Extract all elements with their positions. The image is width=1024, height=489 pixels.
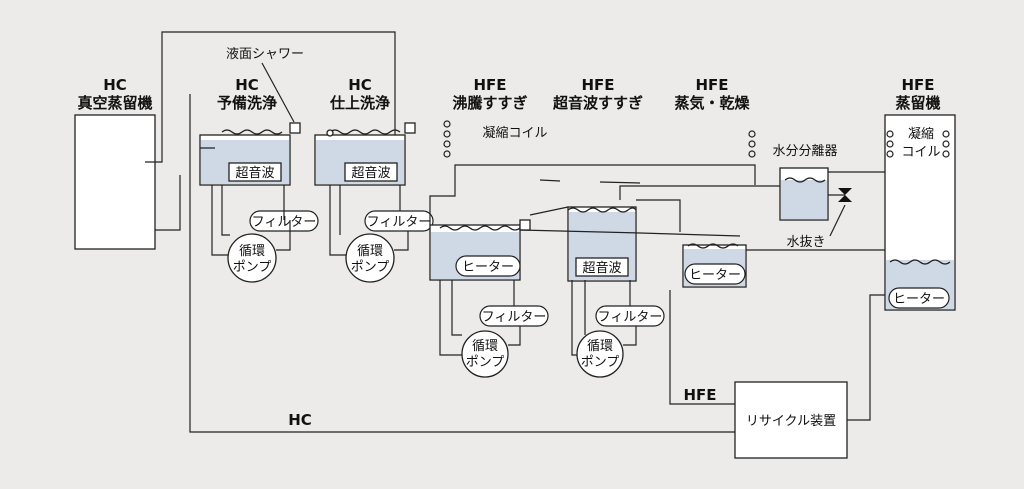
pump-1 bbox=[227, 233, 277, 283]
pump-1-pipes bbox=[211, 185, 291, 256]
heater-2 bbox=[684, 263, 746, 285]
filter-1-label: フィルター bbox=[252, 215, 317, 230]
hc-prewash-heading-2: 予備洗浄 bbox=[217, 94, 277, 112]
finish-wave bbox=[329, 129, 401, 135]
pump-4 bbox=[576, 330, 624, 378]
heater-1 bbox=[455, 255, 521, 277]
finish-ultrasonic-box bbox=[344, 162, 398, 182]
pump-3-label-2: ポンプ bbox=[466, 355, 505, 370]
filter-4-label: フィルター bbox=[598, 310, 663, 325]
hc-finish-heading-1: HC bbox=[348, 76, 372, 94]
pump-4-label-2: ポンプ bbox=[581, 355, 620, 370]
surface-shower-nozzle-2 bbox=[404, 122, 416, 134]
hfe-boil-heading-2: 沸騰すすぎ bbox=[452, 94, 527, 112]
drain-leader bbox=[829, 204, 846, 237]
separator-pipes bbox=[828, 171, 885, 196]
coil-right-label-1: 凝縮 bbox=[908, 126, 934, 142]
ultra-ultrasonic-label: 超音波 bbox=[582, 260, 621, 276]
hc-return-pipe bbox=[155, 175, 735, 433]
boil-wave bbox=[439, 225, 521, 231]
prewash-ultrasonic-box bbox=[228, 162, 282, 182]
hfe-steam-heading-1: HFE bbox=[695, 76, 728, 94]
separator-liquid bbox=[781, 180, 827, 219]
boil-nozzle bbox=[519, 219, 531, 231]
recycle-label: リサイクル装置 bbox=[746, 414, 836, 429]
vacuum-distiller-box bbox=[74, 114, 156, 250]
hc-vacuum-heading-2: 真空蒸留機 bbox=[77, 94, 152, 112]
water-separator-label: 水分分離器 bbox=[772, 144, 837, 159]
pump-2 bbox=[345, 233, 395, 283]
drain-valve-icon bbox=[838, 188, 852, 202]
ultra-wave bbox=[567, 207, 637, 213]
condense-coil-left bbox=[443, 120, 451, 158]
surface-shower-nozzle-1 bbox=[289, 122, 301, 134]
pump-2-label-2: ポンプ bbox=[351, 260, 390, 275]
filter-2 bbox=[364, 210, 434, 232]
hc-prewash-heading-1: HC bbox=[235, 76, 259, 94]
prewash-inlet-pipe bbox=[189, 94, 215, 175]
filter-2-label: フィルター bbox=[367, 215, 432, 230]
hfe-distill-heading-2: 蒸留機 bbox=[895, 94, 940, 112]
heater-1-label: ヒーター bbox=[462, 260, 514, 275]
dash-line bbox=[539, 179, 641, 184]
hfe-steam-heading-2: 蒸気・乾燥 bbox=[674, 94, 750, 112]
drain-label: 水抜き bbox=[786, 234, 825, 250]
recycle-pipes bbox=[669, 290, 885, 421]
heater-2-label: ヒーター bbox=[689, 268, 741, 283]
pump-3-label-1: 循環 bbox=[472, 339, 498, 354]
filter-3-label: フィルター bbox=[482, 310, 547, 325]
condense-coil-right bbox=[886, 130, 950, 158]
hc-line-label: HC bbox=[288, 411, 312, 429]
prewash-ultrasonic-label: 超音波 bbox=[235, 165, 274, 181]
prewash-wave bbox=[221, 129, 283, 135]
pump-1-label-1: 循環 bbox=[239, 244, 265, 259]
finish-ultrasonic-label: 超音波 bbox=[351, 165, 390, 181]
top-pipe bbox=[145, 31, 396, 163]
recycle-device bbox=[734, 381, 848, 459]
hfe-distill-heading-1: HFE bbox=[901, 76, 934, 94]
condense-coil-mid bbox=[748, 130, 756, 158]
ultra-ultrasonic-box bbox=[575, 257, 629, 277]
heater-3-label: ヒーター bbox=[893, 292, 945, 307]
surface-shower-leader bbox=[261, 62, 295, 123]
separator-return-pipe bbox=[619, 185, 795, 200]
hfe-line-label: HFE bbox=[683, 386, 716, 404]
hfe-mid-pipe bbox=[519, 229, 741, 237]
pump-2-label-1: 循環 bbox=[357, 244, 383, 259]
steam-wave bbox=[687, 243, 739, 249]
pump-2-pipes bbox=[329, 185, 409, 256]
pump-4-pipes bbox=[571, 280, 637, 356]
heater-3 bbox=[888, 287, 950, 309]
condense-coil-label: 凝縮コイル bbox=[482, 125, 547, 141]
distiller-wave bbox=[889, 259, 951, 265]
pump-3 bbox=[461, 330, 509, 378]
separator-wave bbox=[784, 177, 826, 183]
spray-nozzle bbox=[326, 129, 334, 137]
hfe-ultra-heading-1: HFE bbox=[581, 76, 614, 94]
coil-right-label-2: コイル bbox=[901, 145, 940, 160]
pump-1-label-2: ポンプ bbox=[233, 260, 272, 275]
hc-vacuum-heading-1: HC bbox=[103, 76, 127, 94]
surface-shower-label: 液面シャワー bbox=[226, 47, 304, 62]
hfe-top-pipes bbox=[429, 164, 756, 232]
hfe-ultra-heading-2: 超音波すすぎ bbox=[552, 94, 643, 112]
hc-finish-heading-2: 仕上洗浄 bbox=[329, 94, 390, 112]
hfe-boil-heading-1: HFE bbox=[473, 76, 506, 94]
pump-3-pipes bbox=[439, 280, 521, 356]
pump-4-label-1: 循環 bbox=[587, 339, 613, 354]
